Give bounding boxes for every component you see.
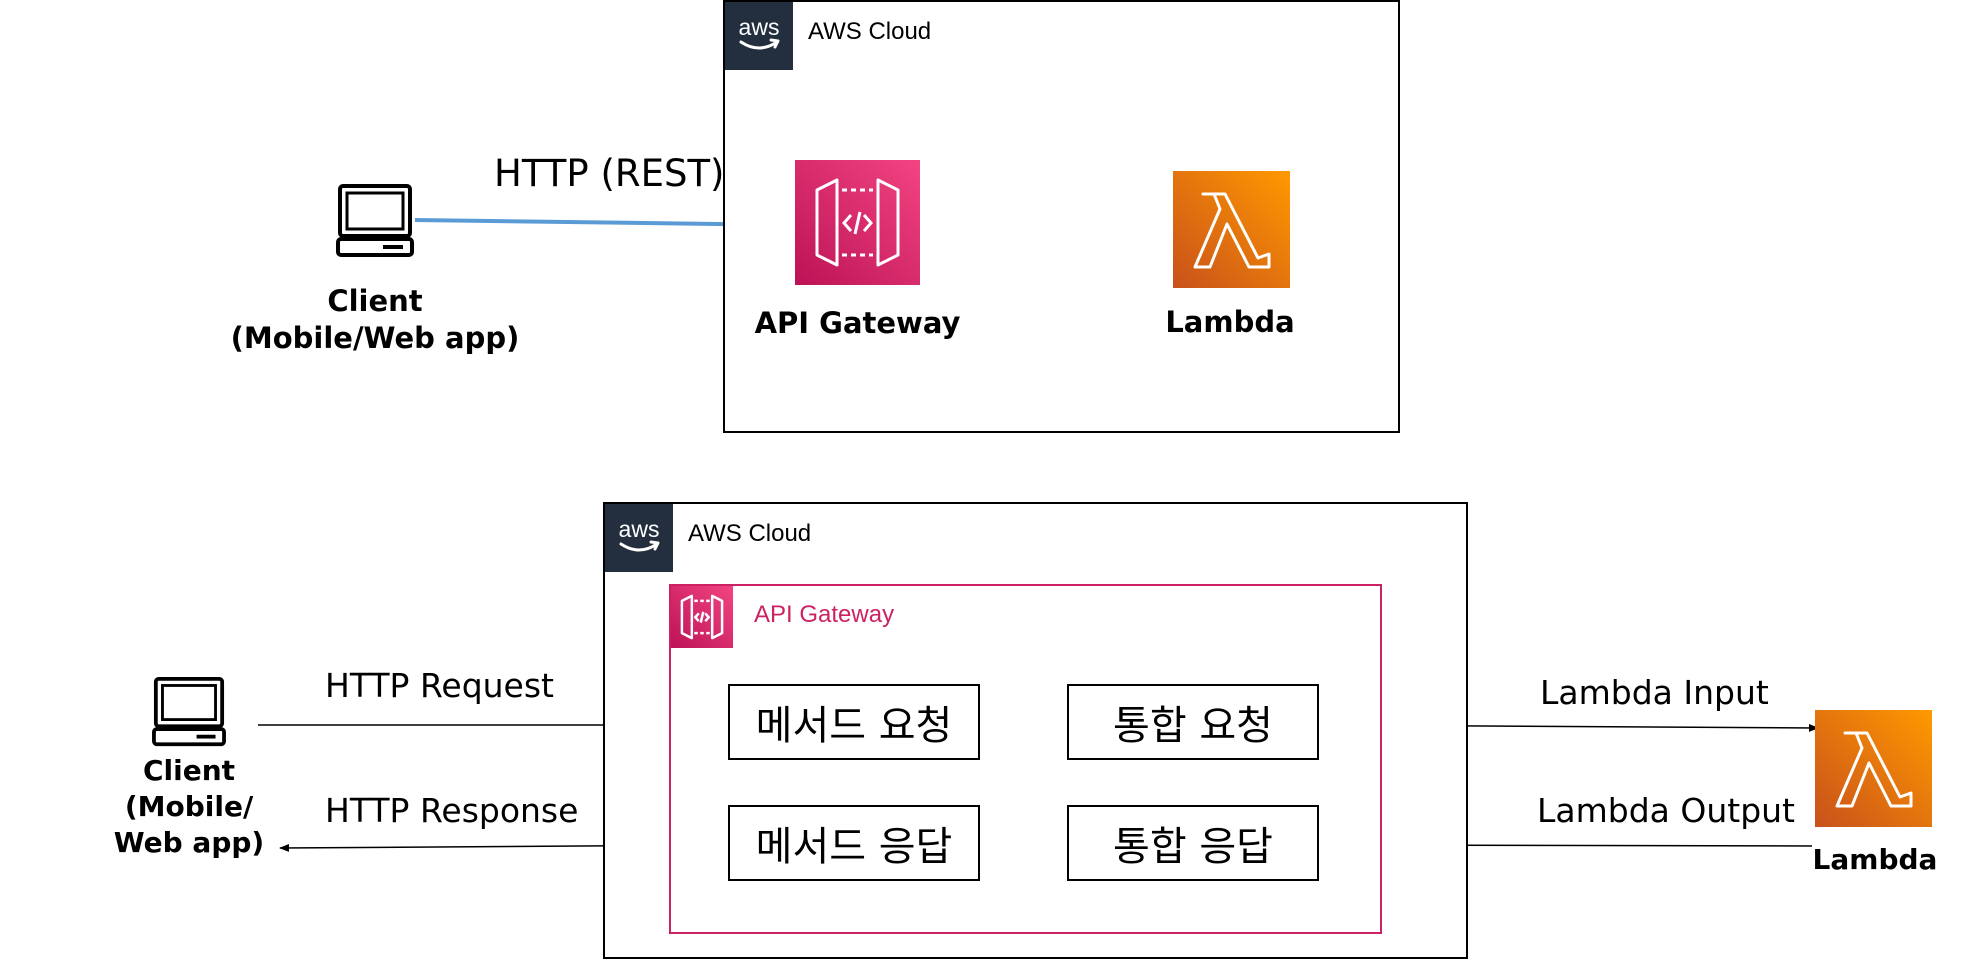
aws-badge-text: aws (739, 14, 780, 40)
lambda-output-label: Lambda Output (1537, 791, 1795, 830)
api-gateway-label: API Gateway (754, 306, 961, 340)
method-request-box: 메서드 요청 (728, 684, 980, 760)
laptop-icon (335, 183, 415, 259)
aws-logo-icon: aws (605, 504, 673, 572)
cloud-title: AWS Cloud (808, 18, 932, 45)
http-response-label: HTTP Response (325, 791, 579, 830)
lambda-label: Lambda (1812, 843, 1938, 876)
lambda-label: Lambda (1165, 305, 1295, 339)
api-gateway-icon (795, 160, 920, 285)
api-gateway-group: API Gateway (669, 584, 1382, 934)
api-gateway-icon (671, 586, 733, 648)
api-gateway-group-title: API Gateway (754, 601, 895, 628)
client-label: Client (Mobile/Web app) (230, 284, 520, 356)
integration-response-box: 통합 응답 (1067, 805, 1319, 881)
aws-badge-text: aws (619, 516, 660, 542)
lambda-input-label: Lambda Input (1540, 673, 1769, 712)
http-request-label: HTTP Request (325, 666, 554, 705)
cloud-title: AWS Cloud (688, 520, 812, 547)
lambda-icon (1173, 171, 1290, 288)
lambda-icon (1815, 710, 1932, 827)
aws-logo-icon: aws (725, 2, 793, 70)
method-response-box: 메서드 응답 (728, 805, 980, 881)
http-rest-label: HTTP (REST) (494, 152, 725, 195)
laptop-icon (151, 676, 227, 748)
integration-request-box: 통합 요청 (1067, 684, 1319, 760)
client-label: Client (Mobile/ Web app) (113, 754, 265, 859)
